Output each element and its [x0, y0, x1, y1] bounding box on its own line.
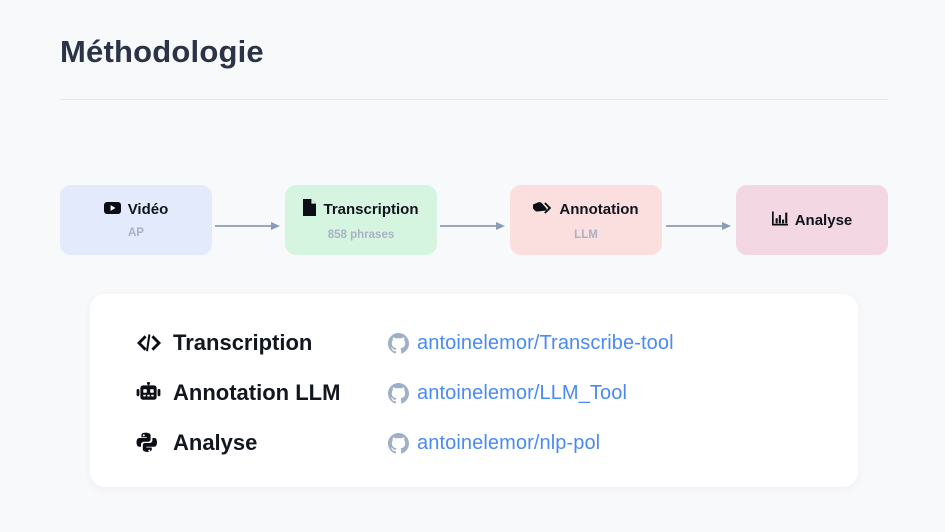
stage-header: Annotation — [531, 200, 639, 220]
github-icon — [388, 432, 409, 454]
robot-icon — [136, 382, 164, 404]
repository-links-card: Transcription antoinelemor/Transcribe-to… — [90, 294, 858, 487]
pipeline-stage-transcription[interactable]: Transcription 858 phrases — [285, 185, 437, 255]
list-item: Transcription antoinelemor/Transcribe-to… — [90, 318, 858, 368]
github-icon — [388, 382, 409, 404]
stage-sublabel: LLM — [574, 228, 598, 241]
stage-label: Analyse — [794, 211, 853, 229]
stage-sublabel: 858 phrases — [327, 229, 395, 241]
page-title: Méthodologie — [60, 34, 264, 69]
stage-header: Vidéo — [103, 201, 169, 218]
pipeline-arrow — [666, 218, 731, 230]
tags-icon — [531, 200, 552, 220]
youtube-icon — [103, 201, 121, 218]
stage-sublabel: AP — [128, 226, 144, 239]
repo-link-text[interactable]: antoinelemor/LLM_Tool — [417, 381, 628, 404]
repo-link-text[interactable]: antoinelemor/Transcribe-tool — [417, 331, 674, 354]
bar-chart-icon — [771, 211, 788, 230]
pipeline-arrow — [215, 218, 280, 230]
document-icon — [303, 199, 317, 220]
github-icon — [388, 332, 409, 354]
title-divider — [60, 99, 888, 100]
pipeline-diagram: Vidéo AP Transcription 858 phrases — [60, 185, 888, 255]
code-icon — [136, 334, 164, 352]
stage-label: Vidéo — [127, 201, 169, 218]
pipeline-stage-video[interactable]: Vidéo AP — [60, 185, 212, 255]
pipeline-arrow — [440, 218, 505, 230]
stage-label: Annotation — [559, 201, 639, 218]
list-item: Annotation LLM antoinelemor/LLM_Tool — [90, 368, 858, 418]
repo-link[interactable]: antoinelemor/nlp-pol — [388, 432, 858, 455]
pipeline-stage-analyse[interactable]: Analyse — [736, 185, 888, 255]
list-item: Analyse antoinelemor/nlp-pol — [90, 418, 858, 468]
pipeline-stage-annotation[interactable]: Annotation LLM — [510, 185, 662, 255]
list-item-label: Annotation LLM — [173, 380, 341, 405]
stage-label: Transcription — [323, 201, 419, 218]
python-icon — [136, 432, 164, 454]
repo-link[interactable]: antoinelemor/Transcribe-tool — [388, 332, 858, 355]
repo-link-text[interactable]: antoinelemor/nlp-pol — [417, 431, 601, 454]
list-item-label: Analyse — [173, 430, 258, 455]
stage-header: Transcription — [303, 199, 419, 220]
list-item-label: Transcription — [173, 330, 313, 355]
repo-link[interactable]: antoinelemor/LLM_Tool — [388, 382, 858, 405]
stage-header: Analyse — [771, 211, 853, 230]
